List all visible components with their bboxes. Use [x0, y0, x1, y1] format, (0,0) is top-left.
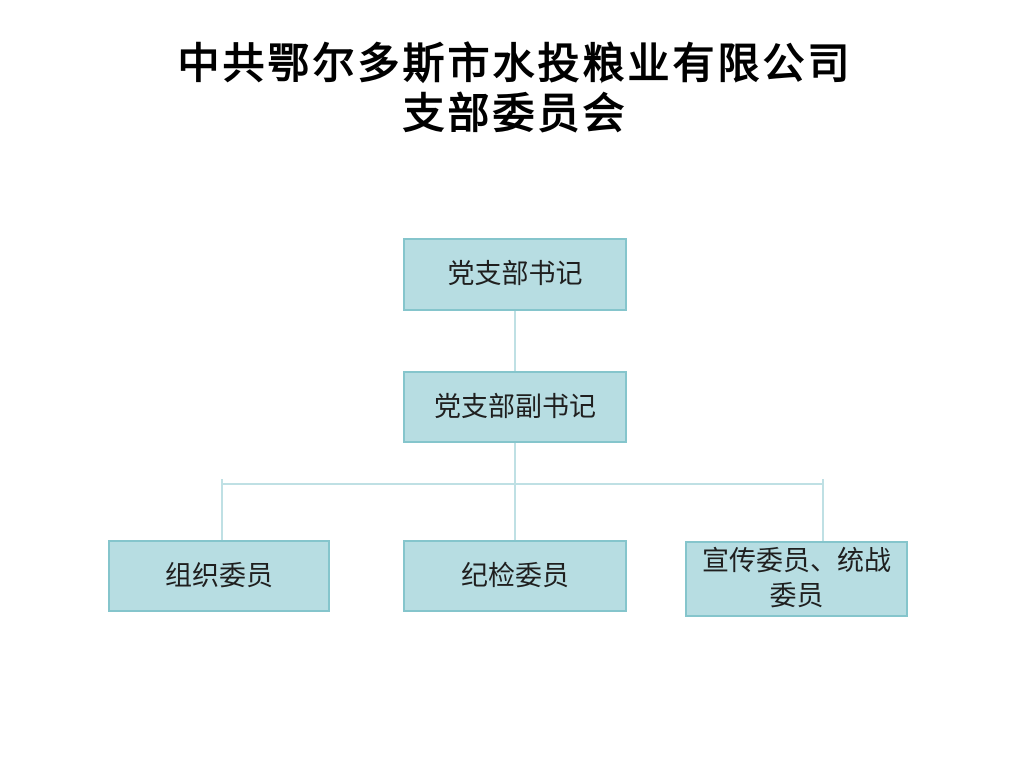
connector-drop-discipline [514, 483, 516, 541]
connector-branch-bar [222, 483, 824, 485]
org-node-label: 组织委员 [165, 560, 273, 591]
org-node-organization-member: 组织委员 [108, 540, 330, 612]
connector-drop-organization [221, 479, 223, 541]
connector-secretary-to-deputy [514, 311, 516, 371]
org-node-label: 宣传委员、统战委员 [702, 546, 891, 611]
org-node-secretary: 党支部书记 [403, 238, 627, 311]
org-node-deputy-secretary: 党支部副书记 [403, 371, 627, 443]
org-node-publicity-united-front-member: 宣传委员、统战委员 [685, 541, 908, 617]
chart-title-line1: 中共鄂尔多斯市水投粮业有限公司 [177, 42, 853, 88]
chart-title-line2: 支部委员会 [402, 92, 628, 138]
org-node-label: 党支部书记 [447, 259, 583, 289]
org-node-label: 纪检委员 [461, 560, 569, 591]
org-node-discipline-inspection-member: 纪检委员 [403, 540, 627, 612]
chart-title: 中共鄂尔多斯市水投粮业有限公司 支部委员会 [0, 40, 1030, 140]
connector-drop-publicity [822, 479, 824, 542]
connector-deputy-stem [514, 443, 516, 485]
org-node-label: 党支部副书记 [434, 391, 596, 422]
